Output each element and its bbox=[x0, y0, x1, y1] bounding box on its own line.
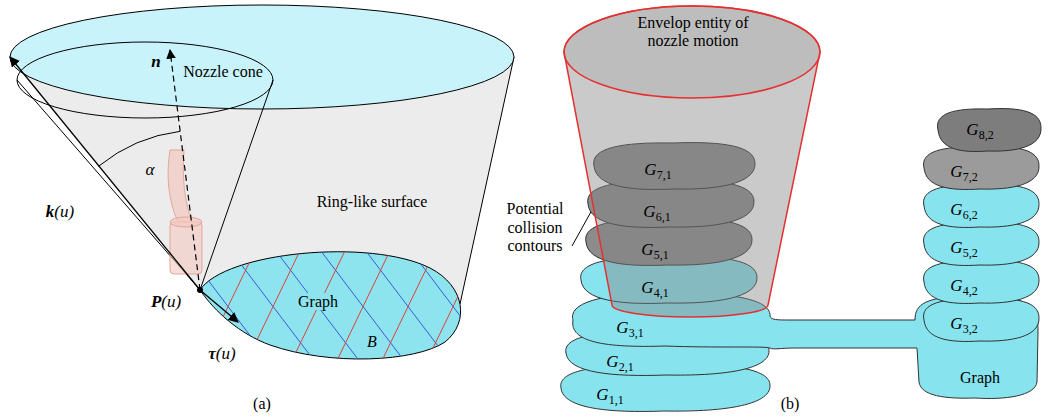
nozzle-cone-top bbox=[17, 42, 273, 118]
angle-arc bbox=[99, 131, 180, 166]
envelope-cone: Envelop entity of nozzle motion bbox=[560, 2, 826, 318]
contour-label: G4,2 bbox=[950, 276, 977, 295]
subscript: 4,1 bbox=[654, 287, 669, 301]
nozzle-body bbox=[170, 217, 202, 227]
subscript: 5,2 bbox=[963, 247, 978, 261]
subscript: 1,1 bbox=[609, 394, 624, 408]
contour-label: G4,1 bbox=[641, 278, 668, 297]
panel-label: (b) bbox=[781, 395, 800, 412]
contour-layer: G8,2 bbox=[932, 106, 1044, 154]
vector-symbol: k bbox=[46, 202, 55, 221]
contour-label: G5,2 bbox=[950, 238, 977, 257]
subscript: 6,2 bbox=[963, 209, 978, 223]
vector-label: k(u) bbox=[46, 202, 74, 221]
subscript: 7,1 bbox=[657, 169, 672, 183]
part-label: Nozzle cone bbox=[183, 63, 263, 80]
envelope-top bbox=[564, 6, 820, 98]
graph-grid bbox=[150, 230, 550, 375]
subscript: 3,1 bbox=[629, 327, 644, 341]
contour-label: G3,2 bbox=[950, 314, 977, 333]
contour-shape bbox=[924, 261, 1039, 304]
contour-shape bbox=[924, 223, 1039, 266]
contour-label: G6,1 bbox=[643, 202, 670, 221]
ring-top bbox=[10, 5, 514, 109]
angle-label: α bbox=[146, 160, 155, 179]
graph-surface bbox=[200, 252, 461, 359]
boundary-label: B bbox=[365, 333, 379, 350]
envelope-body bbox=[564, 6, 820, 317]
part-label: Ring-like surface bbox=[317, 193, 428, 210]
vector-label: τ(u) bbox=[208, 344, 235, 363]
subscript: 3,2 bbox=[963, 323, 978, 337]
subscript: 2,1 bbox=[619, 361, 634, 375]
vector-argument: (u) bbox=[54, 202, 74, 221]
subscript: 8,2 bbox=[979, 129, 994, 143]
vector-argument: (u) bbox=[161, 292, 181, 311]
tangent-arrow bbox=[200, 290, 238, 322]
nozzle-pipe bbox=[168, 150, 192, 222]
point-label: P(u) bbox=[151, 292, 181, 311]
nozzle-cone-edge bbox=[200, 80, 273, 290]
contour-label: G7,2 bbox=[950, 162, 977, 181]
contour-label: G3,1 bbox=[616, 318, 643, 337]
contour-label: G7,1 bbox=[644, 160, 671, 179]
subscript: 4,2 bbox=[963, 285, 978, 299]
ring-edge bbox=[460, 57, 514, 304]
callout-label: Potential collision contours bbox=[507, 200, 564, 254]
subscript: 5,1 bbox=[654, 249, 669, 263]
vector-symbol: τ bbox=[208, 344, 216, 363]
vector-symbol: P bbox=[151, 292, 161, 311]
contour-label: G5,1 bbox=[641, 240, 668, 259]
point-dot bbox=[197, 287, 203, 293]
contour-label: G1,1 bbox=[596, 385, 623, 404]
contour-label: G6,2 bbox=[950, 200, 977, 219]
contour-shape bbox=[924, 185, 1039, 228]
vector-arrow bbox=[10, 57, 200, 290]
vector-argument: (u) bbox=[216, 344, 236, 363]
part-label: Graph bbox=[296, 293, 340, 310]
envelope-outline bbox=[560, 2, 826, 318]
contour-label: G8,2 bbox=[966, 120, 993, 139]
contour-shape bbox=[924, 147, 1039, 190]
vector-label: n bbox=[151, 52, 160, 71]
subscript: 6,1 bbox=[656, 211, 671, 225]
grid-line bbox=[170, 230, 550, 375]
normal-arrow bbox=[170, 50, 200, 290]
contour-shape bbox=[938, 109, 1042, 152]
contour-label: G2,1 bbox=[606, 352, 633, 371]
region-label: Envelop entity of nozzle motion bbox=[637, 14, 748, 49]
subscript: 7,2 bbox=[963, 171, 978, 185]
panel-label: (a) bbox=[253, 395, 271, 412]
contour-shape bbox=[924, 299, 1039, 342]
part-label: Graph bbox=[960, 369, 1000, 386]
